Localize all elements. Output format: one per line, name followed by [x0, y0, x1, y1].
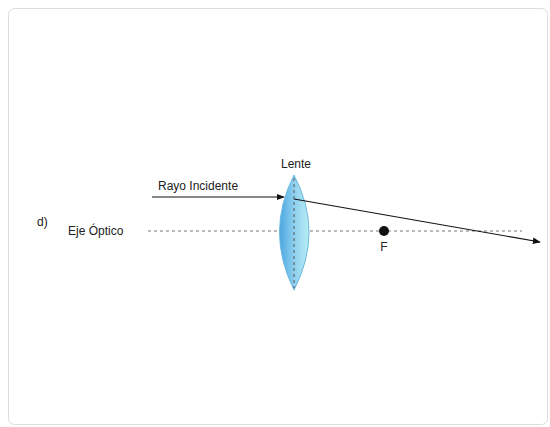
- lens-plane: [294, 178, 295, 288]
- incident-ray: [152, 196, 284, 197]
- card-frame: [9, 9, 548, 425]
- refracted-ray: [294, 199, 540, 242]
- panel-letter: d): [37, 215, 48, 229]
- axis-label: Eje Óptico: [68, 224, 123, 238]
- optical-axis: [148, 231, 522, 232]
- convergent-lens: [280, 175, 310, 290]
- focus-label: F: [380, 240, 387, 254]
- lens-label: Lente: [281, 157, 311, 171]
- focal-point: [379, 226, 389, 236]
- ray-label: Rayo Incidente: [158, 179, 238, 193]
